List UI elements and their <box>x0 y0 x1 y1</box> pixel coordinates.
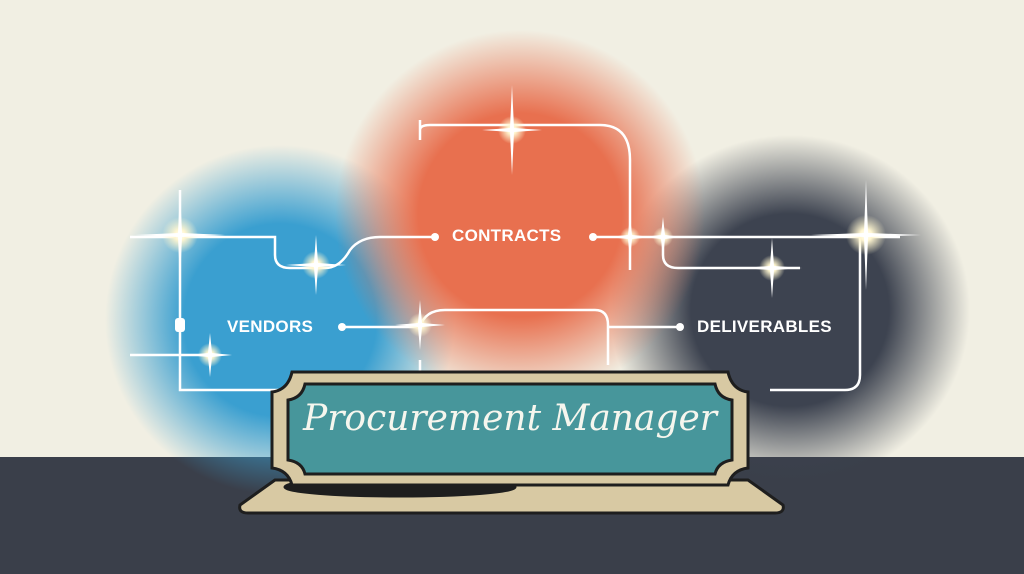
nameplate <box>238 370 785 515</box>
sparkles <box>135 85 921 377</box>
contracts-label: CONTRACTS <box>452 226 562 245</box>
vendors-label: VENDORS <box>227 317 314 336</box>
orange-blob <box>335 30 705 400</box>
nameplate-title: Procurement Manager <box>302 398 718 439</box>
deliverables-label: DELIVERABLES <box>697 317 832 336</box>
